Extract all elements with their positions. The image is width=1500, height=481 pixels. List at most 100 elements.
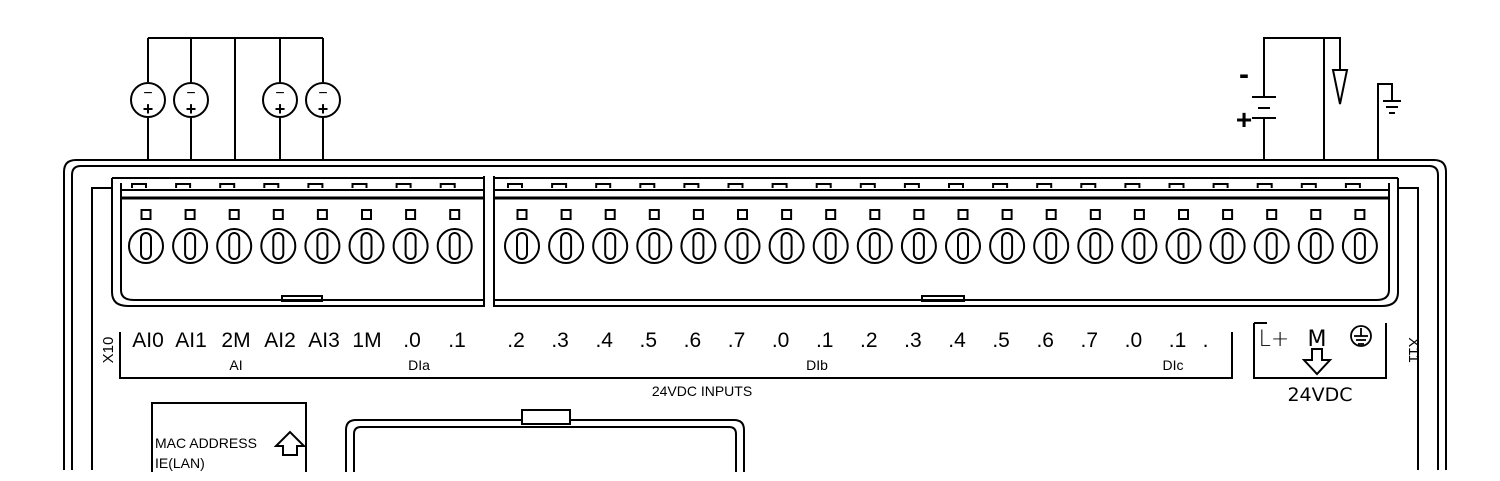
signal-arrow-icon — [1331, 69, 1349, 105]
source-minus: − — [275, 85, 284, 102]
group-label-dia: DIa — [408, 357, 430, 373]
source-minus: − — [143, 85, 152, 102]
terminal-teeth-path — [112, 177, 1398, 191]
terminal-screw — [1077, 209, 1114, 264]
terminal-screw — [1033, 209, 1070, 264]
source-plus: + — [186, 99, 197, 119]
lower-connector — [345, 409, 745, 472]
terminal-labels: AI0 AI1 2M AI2 AI3 1M .0 .1 .2 .3 .4 .5 .6 .7 .0 .1 .2 .3… — [132, 329, 1208, 352]
terminal-label: .4 — [948, 329, 966, 352]
terminal-screw — [348, 209, 385, 264]
terminal-screw — [504, 209, 540, 264]
current-source-icon: −+ — [173, 82, 209, 119]
terminal-screw — [1297, 209, 1334, 264]
terminal-screw — [856, 209, 893, 264]
lan-label: IE(LAN) — [155, 455, 205, 471]
terminal-label: .1 — [816, 329, 834, 352]
terminal-screw — [172, 209, 209, 264]
power-terminal-lplus: L+ — [1259, 327, 1290, 352]
source-plus: + — [275, 99, 286, 119]
terminal-label: .0 — [1125, 329, 1143, 352]
terminal-label: .7 — [1081, 329, 1099, 352]
terminal-label: .0 — [772, 329, 790, 352]
battery-plus: + — [1236, 104, 1252, 135]
terminal-screw — [392, 209, 429, 264]
terminal-screw — [900, 209, 937, 264]
terminal-screw — [1209, 209, 1246, 264]
terminal-label: .5 — [992, 329, 1010, 352]
terminal-teeth — [112, 177, 1398, 191]
connector-label-x11: X11 — [1405, 337, 1422, 363]
module-housing — [63, 159, 1447, 470]
terminal-screw — [436, 209, 473, 264]
terminal-label: . — [1203, 329, 1209, 352]
group-brackets — [119, 322, 1387, 379]
terminal-label: .3 — [551, 329, 569, 352]
terminal-screw — [1121, 209, 1158, 264]
terminal-label: .6 — [1036, 329, 1054, 352]
group-label-ai: AI — [229, 357, 242, 373]
terminal-label: .2 — [507, 329, 525, 352]
terminal-label: .1 — [448, 329, 466, 352]
arrow-up-icon — [273, 430, 307, 456]
protective-earth-icon — [1350, 325, 1372, 347]
terminal-label: .5 — [640, 329, 658, 352]
source-plus: + — [143, 99, 154, 119]
group-label-dib: DIb — [806, 357, 828, 373]
battery-minus: - — [1239, 58, 1249, 91]
terminal-label: .3 — [904, 329, 922, 352]
terminal-screw — [304, 209, 341, 264]
source-minus: − — [318, 85, 327, 102]
battery-icon — [1252, 96, 1276, 119]
terminal-label: 2M — [221, 329, 250, 352]
terminal-label: .7 — [728, 329, 746, 352]
terminal-label: 1M — [352, 329, 381, 352]
terminal-screw — [1165, 209, 1202, 264]
analog-wiring — [147, 37, 324, 160]
terminal-block-right — [493, 176, 1399, 307]
terminal-screw — [636, 209, 673, 264]
source-minus: − — [186, 85, 195, 102]
terminal-screw — [724, 209, 761, 264]
terminal-screw — [812, 209, 849, 264]
terminal-screw — [260, 209, 297, 264]
terminal-label: .0 — [403, 329, 421, 352]
inputs-label: 24VDC INPUTS — [652, 383, 752, 399]
terminal-screw — [768, 209, 805, 264]
terminal-label: AI1 — [175, 329, 207, 352]
terminal-label: .4 — [595, 329, 613, 352]
terminal-screw — [945, 209, 981, 264]
power-terminal-m: M — [1308, 327, 1327, 352]
terminal-label: .2 — [860, 329, 878, 352]
source-plus: + — [318, 99, 329, 119]
terminal-screw — [989, 209, 1026, 264]
terminal-screw — [548, 209, 585, 264]
mac-address-label: MAC ADDRESS — [155, 435, 257, 451]
terminal-block-left — [111, 176, 485, 307]
terminal-screw — [680, 209, 717, 264]
mac-address-box — [151, 402, 307, 472]
terminal-label: .1 — [1169, 329, 1187, 352]
terminal-screw — [128, 209, 164, 264]
terminal-screw — [216, 209, 253, 264]
current-source-icon: −+ — [305, 82, 341, 119]
power-wiring — [1263, 37, 1393, 160]
current-source-icon: −+ — [130, 82, 166, 119]
terminal-label: AI0 — [132, 329, 164, 352]
terminal-screw — [1253, 209, 1290, 264]
current-source-icon: −+ — [262, 82, 298, 119]
power-label: 24VDC — [1287, 384, 1352, 406]
terminal-screw — [592, 209, 629, 264]
connector-label-x10: X10 — [100, 337, 117, 364]
group-label-dic: DIc — [1163, 357, 1184, 373]
terminal-label: AI3 — [308, 329, 340, 352]
current-sources: −+−+−+−+ — [130, 82, 341, 119]
terminal-label: AI2 — [264, 329, 296, 352]
terminal-screw — [1341, 209, 1378, 264]
arrow-down-icon — [1301, 348, 1333, 376]
terminal-screws — [128, 209, 1378, 264]
terminal-label: .6 — [684, 329, 702, 352]
ground-icon — [1383, 100, 1401, 114]
